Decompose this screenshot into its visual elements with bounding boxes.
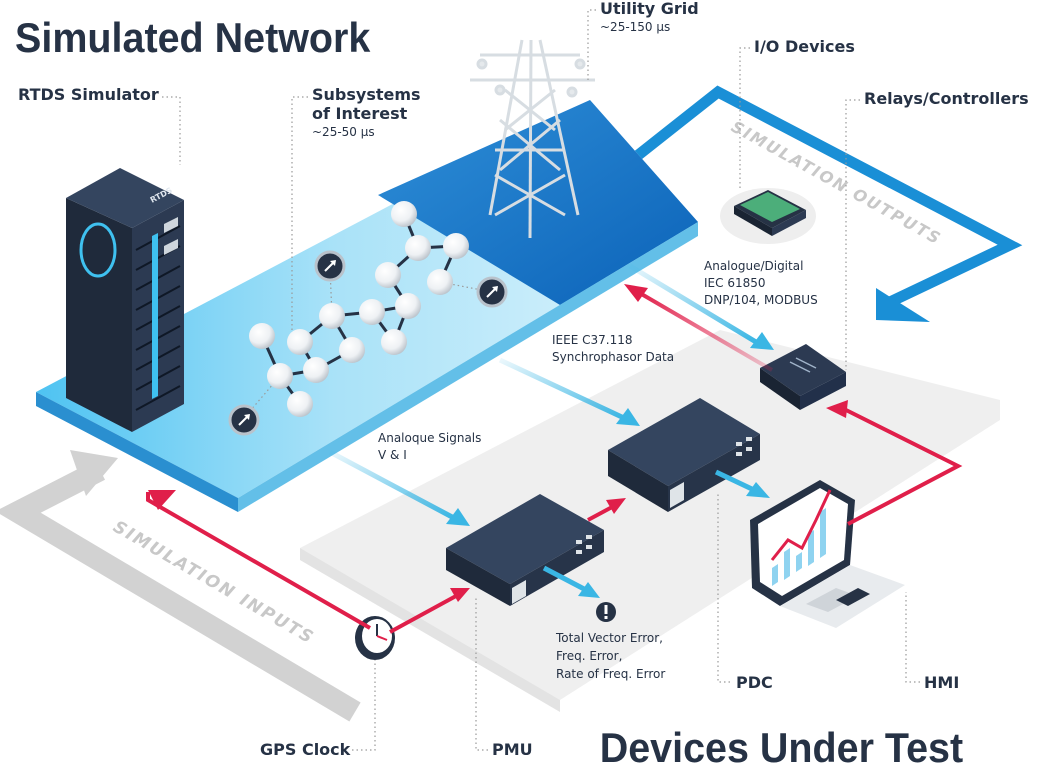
io-devices-label: I/O Devices bbox=[754, 37, 855, 56]
utility-grid-tower-icon bbox=[470, 39, 595, 239]
relay-controller-device bbox=[760, 344, 846, 410]
subsystems-label-line2: of Interest bbox=[312, 104, 408, 123]
ground-plane bbox=[300, 330, 1000, 700]
errors-line1: Total Vector Error, bbox=[555, 631, 663, 645]
subsystem-network-graph bbox=[228, 201, 508, 436]
pdc-label: PDC bbox=[736, 673, 773, 692]
subsystems-label-line1: Subsystems bbox=[312, 85, 421, 104]
rtds-simulator-label: RTDS Simulator bbox=[18, 85, 159, 104]
subsystems-time-label: ~25-50 μs bbox=[312, 125, 375, 139]
analog-signals-line2: V & I bbox=[378, 448, 407, 462]
data-flow-arrows-red bbox=[146, 290, 963, 634]
hmi-laptop-icon bbox=[750, 480, 905, 628]
ground-plane-front bbox=[300, 548, 560, 712]
simulation-inputs-arrow: SIMULATION INPUTS bbox=[0, 450, 361, 722]
gps-clock-label: GPS Clock bbox=[260, 740, 351, 759]
pdc-device bbox=[608, 398, 760, 512]
hmi-label: HMI bbox=[924, 673, 959, 692]
io-protocol-line2: IEC 61850 bbox=[704, 276, 766, 290]
pmu-label: PMU bbox=[492, 740, 533, 759]
io-protocol-line1: Analogue/Digital bbox=[704, 259, 803, 273]
utility-grid-label: Utility Grid bbox=[600, 0, 699, 18]
relays-controllers-label: Relays/Controllers bbox=[864, 89, 1029, 108]
io-protocol-line3: DNP/104, MODBUS bbox=[704, 293, 818, 307]
analog-signals-line1: Analoque Signals bbox=[378, 431, 481, 445]
data-flow-arrows-blue bbox=[328, 263, 758, 593]
synchrophasor-line2: Synchrophasor Data bbox=[552, 350, 674, 364]
utility-grid-time-label: ~25-150 μs bbox=[600, 20, 670, 34]
errors-line2: Freq. Error, bbox=[556, 649, 622, 663]
synchrophasor-line1: IEEE C37.118 bbox=[552, 333, 632, 347]
rtds-simulator-rack: RTDS bbox=[66, 168, 184, 432]
errors-line3: Rate of Freq. Error bbox=[556, 667, 665, 681]
external-link-icon bbox=[228, 250, 508, 436]
warning-icon bbox=[596, 602, 616, 622]
leader-lines bbox=[162, 9, 920, 751]
io-device bbox=[720, 188, 816, 244]
page-title: Simulated Network bbox=[15, 14, 371, 61]
devices-under-test-title: Devices Under Test bbox=[600, 724, 964, 771]
network-platform bbox=[36, 100, 698, 512]
pmu-device bbox=[446, 494, 604, 606]
